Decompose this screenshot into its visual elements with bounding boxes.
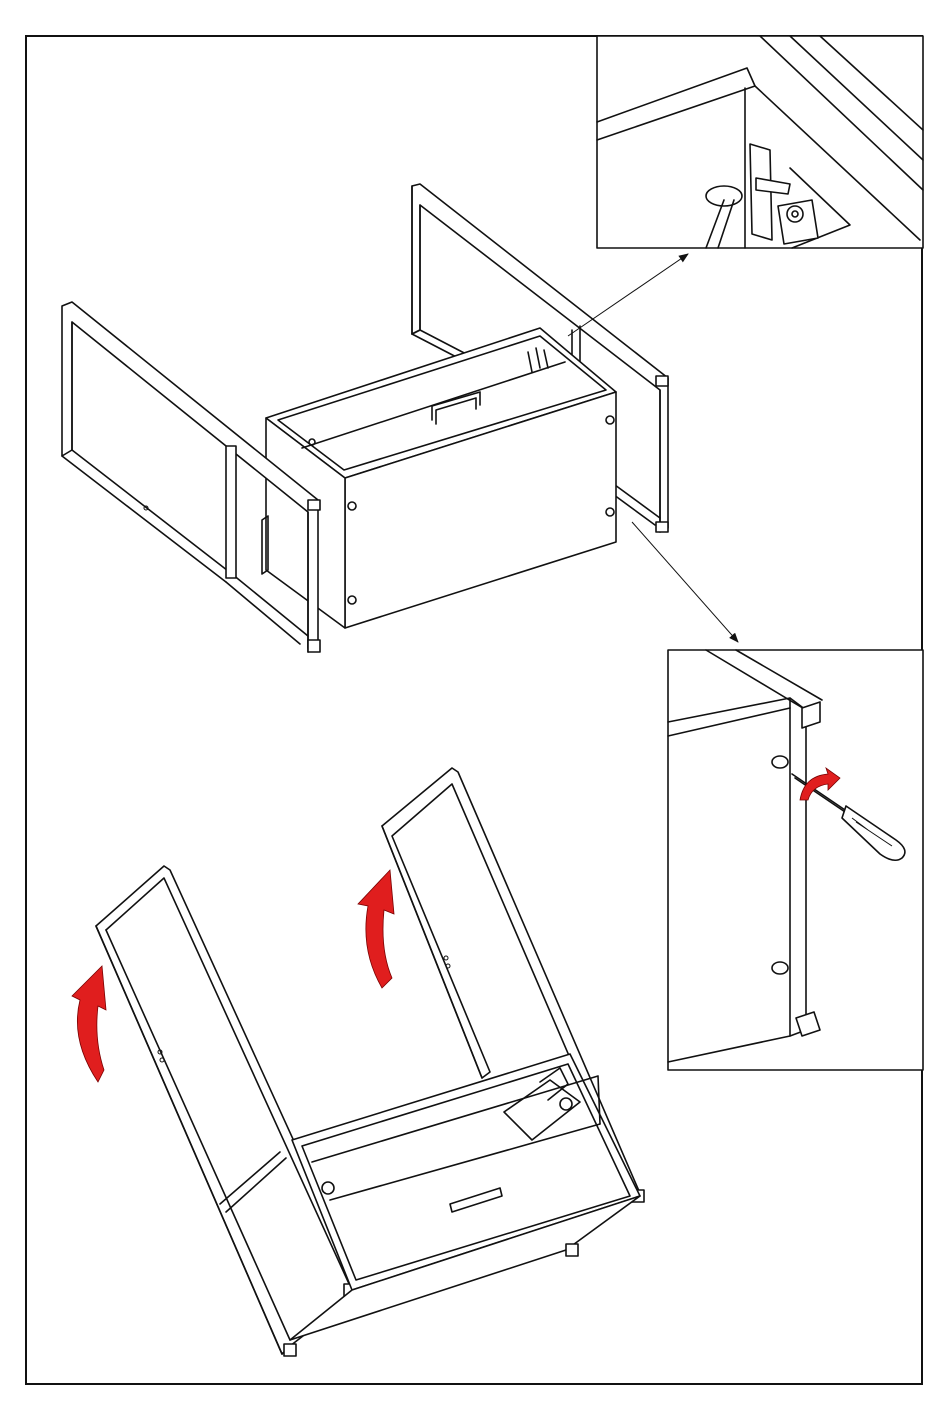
- top-assembly-view: [62, 184, 738, 652]
- left-tall-frame: [96, 866, 362, 1356]
- left-side-frame: [62, 302, 320, 652]
- leader-arrow-icon: [568, 254, 688, 336]
- cabinet-tilted: [290, 1054, 640, 1340]
- rotate-arrow-icon: [72, 966, 106, 1082]
- rotate-arrow-icon: [358, 870, 394, 988]
- detail-screwdriver-closeup: [668, 650, 923, 1070]
- bottom-assembly-view: [72, 768, 644, 1356]
- detail-bolt-closeup: [597, 36, 923, 248]
- leader-arrow-icon: [632, 522, 738, 642]
